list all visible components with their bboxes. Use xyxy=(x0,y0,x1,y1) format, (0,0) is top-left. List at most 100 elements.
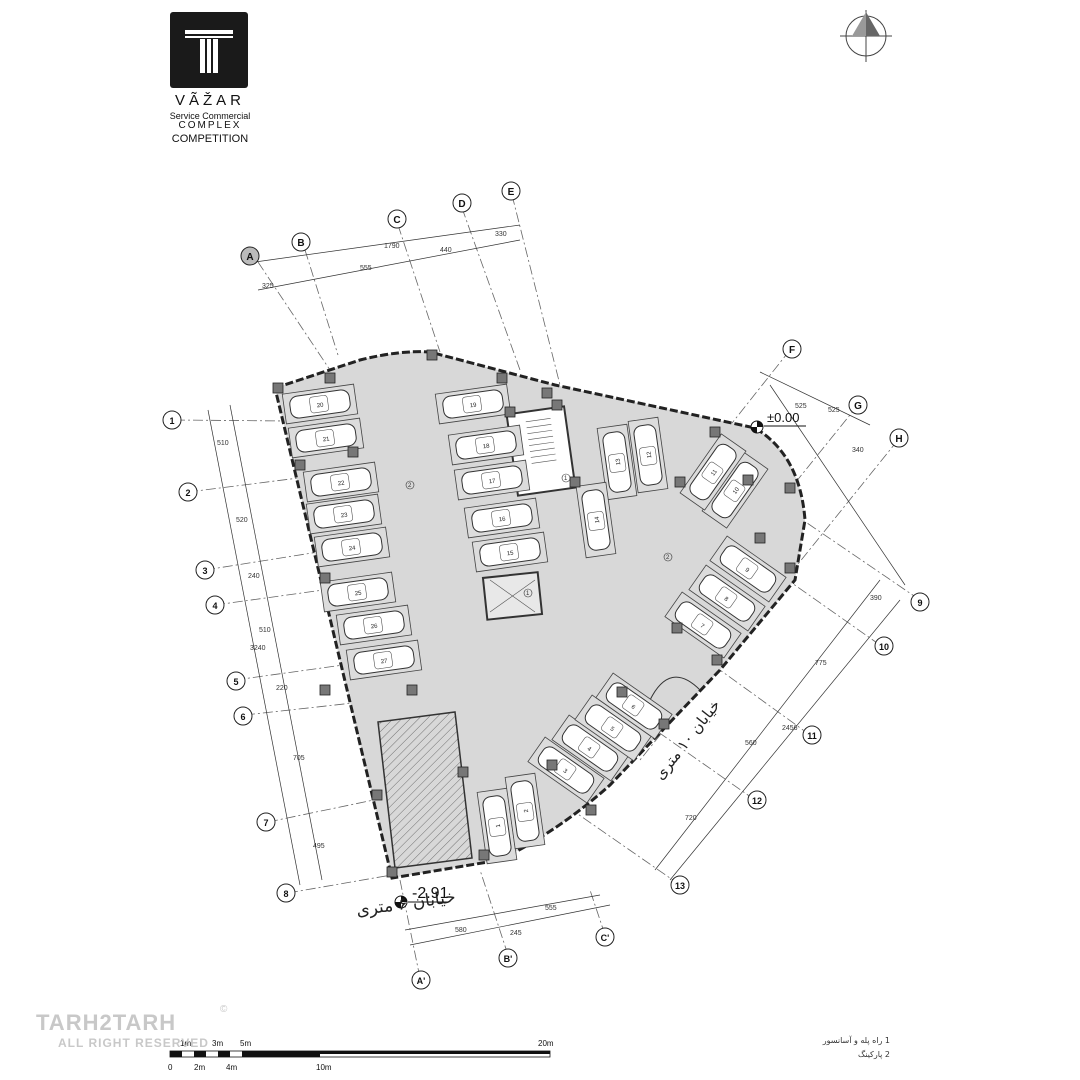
parking-number: 16 xyxy=(499,516,507,523)
parking-number: 14 xyxy=(594,515,601,523)
level-upper-text: ±0.00 xyxy=(767,410,799,425)
logo-competition: COMPETITION xyxy=(171,133,249,145)
parking-space-15: 15 xyxy=(471,531,549,573)
parking-space-20: 20 xyxy=(281,383,359,425)
grid-bubble-8: 8 xyxy=(276,883,296,903)
svg-text:1: 1 xyxy=(564,476,568,482)
svg-text:4: 4 xyxy=(212,601,217,611)
watermark-sub: ALL RIGHT RESERVED xyxy=(58,1036,209,1050)
grid-bubble-g: G xyxy=(848,395,868,415)
grid-bubble-12: 12 xyxy=(747,790,767,810)
parking-number: 17 xyxy=(489,478,497,485)
space-codes: 2 2 1 1 xyxy=(405,473,673,598)
parking-space-3: 3 xyxy=(527,736,605,804)
parking-number: 21 xyxy=(323,436,331,443)
parking-space-27: 27 xyxy=(345,639,423,681)
parking-space-14: 14 xyxy=(575,481,617,559)
grid-bubble-2: 2 xyxy=(178,482,198,502)
parking-space-25: 25 xyxy=(319,571,397,613)
grid-bubble-h: H xyxy=(889,428,909,448)
scale-label: 3m xyxy=(212,1039,223,1048)
legend-item-2: 2 پارکینگ xyxy=(858,1050,890,1059)
structural-column xyxy=(709,426,721,438)
structural-column xyxy=(546,759,558,771)
parking-number: 18 xyxy=(483,443,491,450)
structural-column xyxy=(319,684,331,696)
structural-column xyxy=(319,572,331,584)
logo-t-icon xyxy=(185,30,233,73)
north-arrow-icon xyxy=(840,10,892,62)
street-label-bottom: خیابان ۶ متری xyxy=(355,887,457,921)
structural-column xyxy=(324,372,336,384)
svg-text:G: G xyxy=(854,401,862,412)
level-lower-text: -2.91 xyxy=(412,885,449,902)
structural-column xyxy=(711,654,723,666)
dimension-right-2: 525 xyxy=(828,407,840,414)
structural-column xyxy=(478,849,490,861)
parking-number: 25 xyxy=(355,590,363,597)
grid-bubble-b: B xyxy=(291,232,311,252)
dimension-left-1: 510 xyxy=(217,440,229,447)
grid-bubble-bottom-2: C' xyxy=(595,927,615,947)
parking-space-17: 17 xyxy=(453,459,531,501)
parking-number: 27 xyxy=(381,658,389,665)
dimension-right-5: 775 xyxy=(815,660,827,667)
dimension-right-8: 720 xyxy=(685,815,697,822)
structural-column xyxy=(457,766,469,778)
parking-space-23: 23 xyxy=(305,493,383,535)
parking-space-22: 22 xyxy=(302,461,380,503)
structural-column xyxy=(569,476,581,488)
grid-bubble-e: E xyxy=(501,181,521,201)
parking-space-24: 24 xyxy=(313,526,391,568)
parking-space-1: 1 xyxy=(476,787,518,865)
structural-column xyxy=(406,684,418,696)
dimension-lines xyxy=(207,224,906,946)
svg-text:2: 2 xyxy=(666,555,670,561)
structural-column xyxy=(784,482,796,494)
parking-number: 1 xyxy=(496,823,502,828)
grid-bubble-bottom-0: A' xyxy=(411,970,431,990)
level-marker-lower: -2.91 xyxy=(394,885,449,909)
grid-bubble-3: 3 xyxy=(195,560,215,580)
structural-column xyxy=(371,789,383,801)
svg-text:6: 6 xyxy=(240,712,245,722)
parking-space-5: 5 xyxy=(574,694,652,762)
parking-space-6: 6 xyxy=(595,672,673,740)
structural-column xyxy=(541,387,553,399)
grid-bubble-d: D xyxy=(452,193,472,213)
parking-space-11: 11 xyxy=(679,433,747,511)
structural-column xyxy=(496,372,508,384)
dimension-right-4: 390 xyxy=(870,595,882,602)
dimension-left-7: 495 xyxy=(313,843,325,850)
parking-cars: 1234567891011121314151617181920212223242… xyxy=(272,349,796,878)
svg-text:B: B xyxy=(297,238,304,249)
structural-column xyxy=(671,622,683,634)
structural-column xyxy=(616,686,628,698)
grid-bubble-13: 13 xyxy=(670,875,690,895)
grid-bubble-4: 4 xyxy=(205,595,225,615)
svg-text:5: 5 xyxy=(233,677,238,687)
svg-text:1: 1 xyxy=(526,591,530,597)
svg-text:D: D xyxy=(458,199,465,210)
parking-space-21: 21 xyxy=(287,417,365,459)
parking-space-13: 13 xyxy=(596,423,638,501)
parking-number: 10 xyxy=(732,486,741,495)
structural-column xyxy=(674,476,686,488)
parking-number: 13 xyxy=(615,457,622,465)
dimension-right-3: 340 xyxy=(852,447,864,454)
parking-space-8: 8 xyxy=(688,564,766,632)
parking-number: 22 xyxy=(338,480,346,487)
scale-label: 2m xyxy=(194,1063,205,1072)
svg-text:10: 10 xyxy=(879,642,889,652)
door-swing xyxy=(649,676,701,701)
dimension-right-1: 525 xyxy=(795,403,807,410)
dimension-top-b: 555 xyxy=(360,265,372,272)
dimension-right-7: 560 xyxy=(745,740,757,747)
grid-bubble-6: 6 xyxy=(233,706,253,726)
dimension-left-2: 520 xyxy=(236,517,248,524)
structural-column xyxy=(754,532,766,544)
parking-number: 7 xyxy=(699,623,706,630)
watermark-copyright: © xyxy=(220,1004,228,1015)
